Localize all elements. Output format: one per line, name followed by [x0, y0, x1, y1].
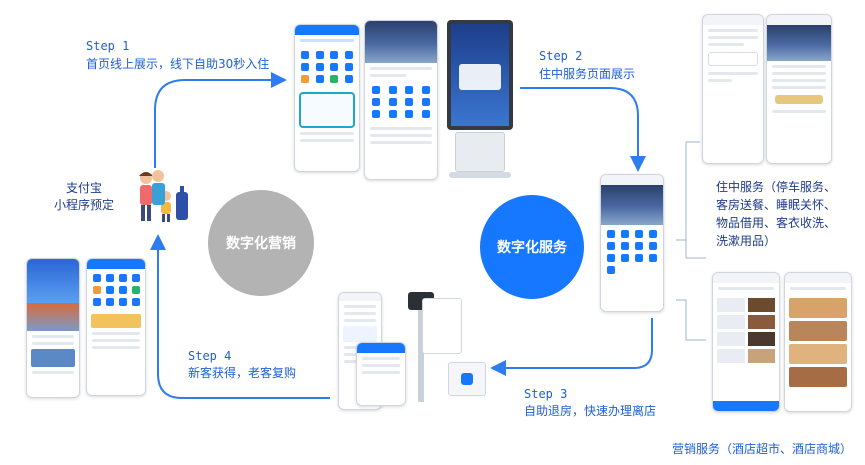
marketing-poster-screenshot	[26, 258, 80, 398]
self-checkin-kiosk	[444, 20, 516, 182]
arrow-step3	[490, 318, 653, 376]
in-stay-services-text: 住中服务（停车服务、 客房送餐、睡眠关怀、 物品借用、客衣收洗、 洗漱用品）	[716, 178, 836, 250]
step3-title: Step 3	[524, 387, 568, 401]
arrow-step4	[150, 234, 330, 399]
step2-title: Step 2	[539, 49, 583, 63]
entry-line2: 小程序预定	[53, 198, 114, 212]
digital-service-label: 数字化服务	[497, 240, 567, 256]
digital-marketing-label: 数字化营销	[226, 236, 296, 252]
entry-label: 支付宝 小程序预定	[52, 180, 116, 214]
service-icon-grid	[365, 81, 437, 123]
digital-marketing-circle: 数字化营销	[208, 190, 314, 296]
checkout-pad	[422, 298, 462, 354]
hotel-supermarket-screenshot	[712, 272, 780, 412]
step1-title: Step 1	[86, 39, 130, 53]
kiosk-screen	[447, 20, 513, 130]
alipay-home-screenshot	[294, 24, 360, 172]
icon-grid	[295, 46, 359, 88]
family-illustration	[139, 170, 188, 222]
alipay-portal-screenshot	[86, 258, 146, 396]
in-stay-icon-grid	[601, 225, 663, 279]
bracket-in-stay	[676, 141, 706, 259]
checkout-devices	[334, 288, 494, 414]
step4-desc: 新客获得，老客复购	[188, 366, 297, 380]
alipay-device	[448, 362, 486, 396]
step3-desc: 自助退房，快速办理离店	[524, 404, 657, 418]
app-header-bar	[295, 25, 359, 35]
step1-desc: 首页线上展示，线下自助30秒入住	[86, 57, 270, 71]
hotel-detail-screenshot	[364, 20, 438, 180]
service-detail-screenshot	[766, 14, 832, 164]
arrow-step1	[154, 72, 287, 168]
booking-card	[299, 92, 355, 128]
in-stay-line-3: 物品借用、客衣收洗、	[716, 216, 837, 230]
step4-title: Step 4	[188, 349, 232, 363]
hotel-mall-screenshot	[784, 272, 852, 412]
digital-service-circle: 数字化服务	[480, 195, 584, 299]
bracket-marketing	[676, 299, 706, 341]
in-stay-service-screenshot	[600, 174, 664, 312]
service-form-screenshot	[702, 14, 764, 164]
entry-line1: 支付宝	[65, 181, 102, 195]
checkout-receipt	[356, 342, 406, 406]
arrow-step2	[520, 87, 646, 172]
hotel-photo	[365, 21, 437, 63]
in-stay-line-1: 住中服务（停车服务、	[716, 180, 837, 194]
step2-desc: 住中服务页面展示	[539, 67, 636, 81]
alipay-icon	[461, 373, 473, 385]
in-stay-line-2: 客房送餐、睡眠关怀、	[716, 198, 837, 212]
in-stay-line-4: 洗漱用品）	[716, 234, 777, 248]
marketing-services-text: 营销服务（酒店超市、酒店商城）	[672, 442, 853, 456]
